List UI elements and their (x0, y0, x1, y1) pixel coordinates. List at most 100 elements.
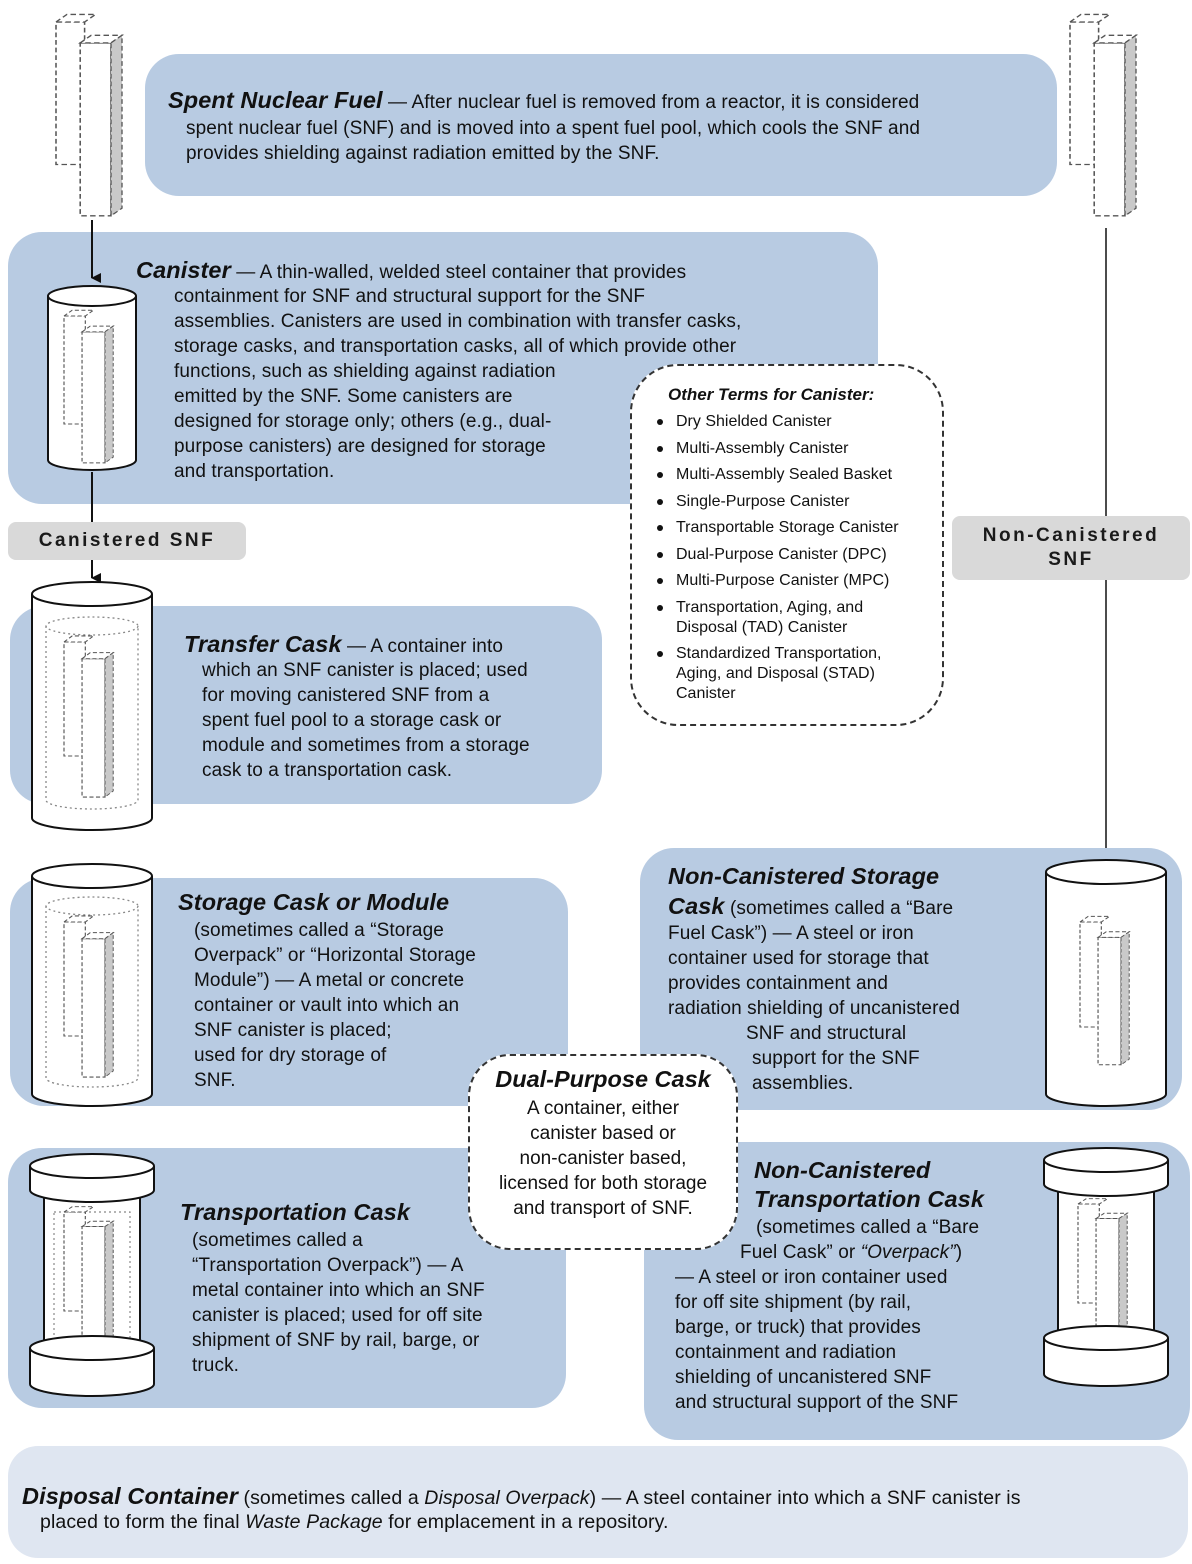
fuel-assembly-icon (55, 13, 123, 217)
dual-purpose-desc: A container, either canister based or no… (470, 1096, 736, 1221)
canister-desc-line: containment for SNF and structural suppo… (174, 286, 646, 307)
storage-desc-line: Overpack” or “Horizontal Storage (194, 945, 476, 966)
spent-nuclear-fuel-text: Spent Nuclear Fuel — After nuclear fuel … (168, 88, 1048, 115)
non-canistered-transport-term-2: Transportation Cask (754, 1186, 984, 1212)
non-canistered-storage-line-1: Cask (sometimes called a “Bare (668, 894, 953, 921)
transfer-desc-line: module and sometimes from a storage (202, 735, 530, 756)
list-item: Multi-Purpose Canister (MPC) (652, 571, 930, 591)
dual-desc-line: canister based or (530, 1123, 676, 1144)
snf-desc-line-1: After nuclear fuel is removed from a rea… (411, 92, 920, 113)
nc-transport-desc-line: containment and radiation (675, 1342, 897, 1363)
transfer-desc-line: for moving canistered SNF from a (202, 685, 490, 706)
storage-desc-line: SNF canister is placed; (194, 1020, 392, 1041)
canistered-snf-label: Canistered SNF (8, 522, 246, 560)
disposal-line-1: Disposal Container (sometimes called a D… (22, 1484, 1021, 1511)
disposal-desc-part: (sometimes called a (237, 1487, 425, 1509)
canister-desc-line: designed for storage only; others (e.g.,… (174, 411, 552, 432)
storage-desc-line: SNF. (194, 1070, 236, 1091)
storage-desc-line: container or vault into which an (194, 995, 460, 1016)
nc-transport-desc-line: Fuel Cask” or “Overpack”) (740, 1240, 962, 1265)
transfer-cask-text-line-1: Transfer Cask — A container into (184, 632, 503, 659)
storage-desc-line: (sometimes called a “Storage (194, 920, 444, 941)
dual-desc-line: and transport of SNF. (513, 1198, 693, 1219)
non-canistered-storage-cask-icon (1045, 859, 1167, 1107)
disposal-desc-part: ) — A steel container into which a SNF c… (589, 1487, 1021, 1509)
nc-transport-desc-line: shielding of uncanistered SNF (675, 1367, 932, 1388)
nc-transport-desc-line: for off site shipment (by rail, (675, 1292, 912, 1313)
canister-term: Canister (136, 257, 231, 283)
other-terms-list: Dry Shielded Canister Multi-Assembly Can… (652, 412, 930, 711)
other-terms-callout: Other Terms for Canister: Dry Shielded C… (630, 364, 944, 726)
nc-storage-desc-line: container used for storage that (668, 948, 929, 969)
dual-purpose-cask-term: Dual-Purpose Cask (495, 1066, 711, 1092)
nc-transport-desc-line: barge, or truck) that provides (675, 1317, 921, 1338)
spent-nuclear-fuel-panel (145, 54, 1057, 196)
transport-desc-line: canister is placed; used for off site (192, 1305, 483, 1326)
storage-cask-term: Storage Cask or Module (178, 889, 450, 915)
transport-desc-line: metal container into which an SNF (192, 1280, 485, 1301)
nc-transport-desc-line: (sometimes called a “Bare (756, 1217, 980, 1238)
transfer-desc-line: which an SNF canister is placed; used (202, 660, 528, 681)
transfer-desc-line: spent fuel pool to a storage cask or (202, 710, 502, 731)
dash: — (382, 92, 412, 113)
non-canistered-label-line-1: Non-Canistered (982, 525, 1160, 546)
storage-desc-line: Module”) — A metal or concrete (194, 970, 465, 991)
disposal-desc-part: for emplacement in a repository. (382, 1511, 669, 1533)
canister-desc-line: functions, such as shielding against rad… (174, 361, 556, 382)
canister-text-line-1: Canister — A thin-walled, welded steel c… (136, 258, 686, 285)
nc-transport-desc-part: Fuel Cask” or (740, 1242, 861, 1263)
fuel-assembly-icon (1069, 13, 1137, 217)
transportation-cask-term: Transportation Cask (180, 1199, 410, 1225)
waste-package-italic: Waste Package (245, 1511, 383, 1533)
non-canistered-transport-term-1: Non-Canistered (754, 1157, 931, 1183)
canister-cylinder-icon (47, 285, 137, 471)
nc-storage-desc-line: SNF and structural (746, 1023, 907, 1044)
list-item: Dual-Purpose Canister (DPC) (652, 545, 930, 565)
transport-desc-line: “Transportation Overpack”) — A (192, 1255, 464, 1276)
nc-storage-desc: (sometimes called a “Bare (724, 898, 954, 919)
snf-desc-line-2: spent nuclear fuel (SNF) and is moved in… (186, 118, 921, 139)
nc-transport-desc-italic: “Overpack” (860, 1242, 956, 1263)
disposal-container-term: Disposal Container (22, 1483, 238, 1509)
spent-nuclear-fuel-term: Spent Nuclear Fuel (168, 87, 383, 113)
nc-transport-desc-line: and structural support of the SNF (675, 1392, 959, 1413)
nc-transport-desc-part: ) (955, 1242, 963, 1263)
disposal-desc-part: placed to form the final (40, 1511, 246, 1533)
non-canistered-label-line-2: SNF (1048, 549, 1094, 570)
canister-desc-line: assemblies. Canisters are used in combin… (174, 311, 742, 332)
canister-desc-line: purpose canisters) are designed for stor… (174, 436, 546, 457)
list-item: Transportation, Aging, and Disposal (TAD… (652, 598, 896, 638)
storage-cask-icon (31, 863, 153, 1107)
disposal-overpack-italic: Disposal Overpack (424, 1487, 590, 1509)
other-terms-title: Other Terms for Canister: (668, 385, 875, 404)
transportation-cask-icon (29, 1153, 155, 1397)
nc-storage-desc-line: assemblies. (752, 1073, 854, 1094)
canister-desc-line: emitted by the SNF. Some canisters are (174, 386, 513, 407)
list-item: Standardized Transportation, Aging, and … (652, 644, 916, 704)
transfer-cask-term: Transfer Cask (184, 631, 342, 657)
transfer-cask-icon (31, 581, 153, 831)
disposal-container-panel (8, 1446, 1188, 1558)
canister-desc-line: and transportation. (174, 461, 335, 482)
transport-desc-line: truck. (192, 1355, 240, 1376)
storage-desc-line: used for dry storage of (194, 1045, 387, 1066)
nc-transport-desc-line: — A steel or iron container used (675, 1267, 948, 1288)
non-canistered-snf-label: Non-Canistered SNF (952, 516, 1190, 580)
transfer-desc-line: cask to a transportation cask. (202, 760, 453, 781)
list-item: Single-Purpose Canister (652, 492, 930, 512)
nc-storage-desc-line: radiation shielding of uncanistered (668, 998, 960, 1019)
transport-desc-line: shipment of SNF by rail, barge, or (192, 1330, 480, 1351)
list-item: Transportable Storage Canister (652, 518, 930, 538)
disposal-line-2: placed to form the final Waste Package f… (40, 1510, 669, 1535)
nc-storage-desc-line: support for the SNF (752, 1048, 920, 1069)
dual-desc-line: licensed for both storage (498, 1173, 708, 1194)
canister-desc: — A thin-walled, welded steel container … (230, 262, 687, 283)
dual-desc-line: non-canister based, (519, 1148, 687, 1169)
canister-desc-line: storage casks, and transportation casks,… (174, 336, 737, 357)
list-item: Multi-Assembly Canister (652, 439, 930, 459)
transfer-cask-desc: — A container into (341, 636, 504, 657)
non-canistered-storage-term-2: Cask (668, 893, 725, 919)
nc-storage-desc-line: Fuel Cask”) — A steel or iron (668, 923, 914, 944)
dual-desc-line: A container, either (526, 1098, 680, 1119)
